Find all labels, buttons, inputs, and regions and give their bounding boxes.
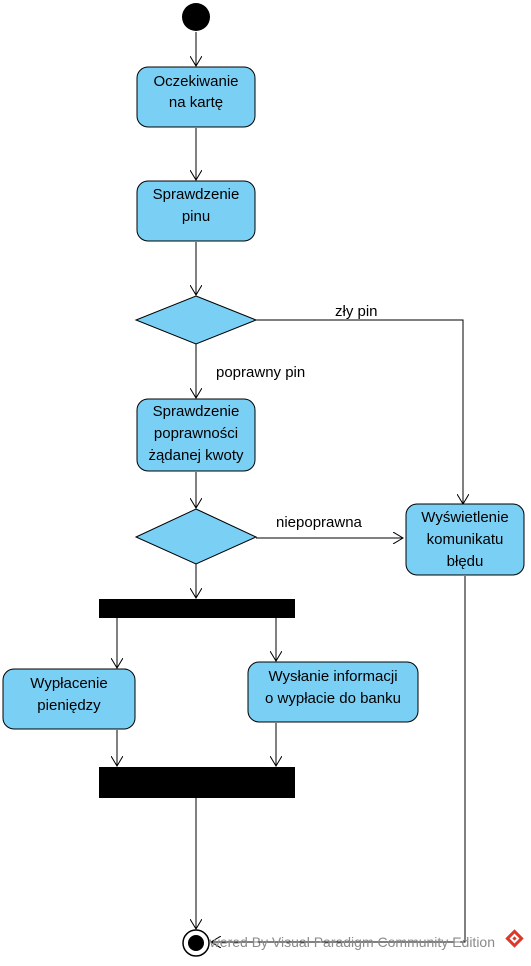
fork-bar	[99, 599, 295, 618]
footer-powered-by: Powered By Visual Paradigm Community Edi…	[193, 934, 495, 950]
edge-blad-to-end	[211, 576, 466, 942]
action-label-line2: poprawności	[154, 425, 238, 442]
action-label-line1: Sprawdzenie	[153, 186, 240, 203]
action-label-line1: Wyświetlenie	[421, 509, 508, 526]
action-wyslanie-informacji: Wysłanie informacji o wypłacie do banku	[247, 661, 419, 723]
action-label-line2: na kartę	[169, 94, 223, 111]
edges	[117, 32, 465, 942]
action-label-line1: Oczekiwanie	[153, 73, 238, 90]
action-label-line3: błędu	[447, 553, 484, 570]
action-label-line1: Wypłacenie	[30, 675, 107, 692]
action-sprawdzenie-kwoty: Sprawdzenie poprawności żądanej kwoty	[136, 398, 256, 472]
decision-pin	[134, 295, 258, 345]
action-wyplacenie: Wypłacenie pieniędzy	[2, 668, 136, 730]
final-node	[182, 929, 210, 957]
action-label-line2: komunikatu	[427, 531, 504, 548]
decision-kwota	[134, 508, 258, 565]
join-bar	[99, 767, 295, 798]
edge-zly-pin	[256, 319, 463, 504]
edge-label-zly-pin: zły pin	[335, 303, 378, 320]
action-label-line1: Sprawdzenie	[153, 403, 240, 420]
action-wyswietlenie-bledu: Wyświetlenie komunikatu błędu	[405, 503, 525, 576]
edge-label-poprawny-pin: poprawny pin	[216, 364, 305, 381]
action-label-line1: Wysłanie informacji	[268, 668, 397, 685]
visual-paradigm-logo-icon	[505, 929, 524, 948]
action-oczekiwanie-na-karte: Oczekiwanie na kartę	[136, 66, 256, 128]
action-label-line2: pinu	[182, 208, 210, 225]
action-sprawdzenie-pinu: Sprawdzenie pinu	[136, 180, 256, 242]
action-label-line2: pieniędzy	[37, 697, 101, 714]
action-label-line3: żądanej kwoty	[148, 447, 244, 464]
edge-label-niepoprawna: niepoprawna	[276, 514, 363, 531]
initial-node	[182, 3, 210, 31]
action-label-line2: o wypłacie do banku	[265, 690, 401, 707]
